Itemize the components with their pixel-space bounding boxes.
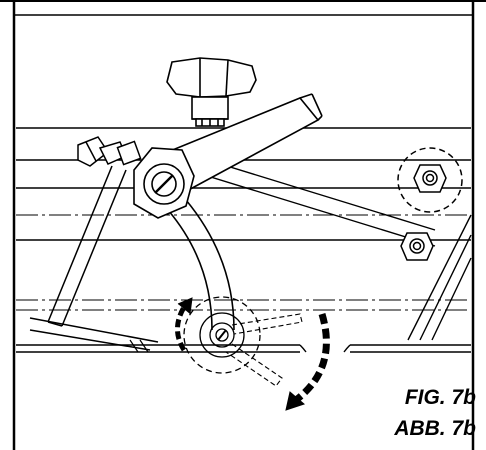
center-lines bbox=[16, 214, 471, 311]
rail-hatches bbox=[129, 339, 149, 353]
figure-label-german: ABB. 7b bbox=[394, 417, 476, 440]
lower-pivot bbox=[183, 296, 261, 374]
phantom-levers bbox=[225, 313, 303, 387]
right-guides bbox=[407, 214, 472, 341]
adjustment-knob-icon bbox=[166, 57, 257, 127]
left-support bbox=[29, 165, 159, 351]
rotation-arrow-icon bbox=[175, 297, 330, 411]
right-fasteners bbox=[397, 147, 463, 261]
pivot-screw-icon bbox=[133, 147, 195, 219]
bracket-bolt bbox=[77, 136, 142, 167]
figure-label: FIG. 7b bbox=[404, 386, 476, 409]
